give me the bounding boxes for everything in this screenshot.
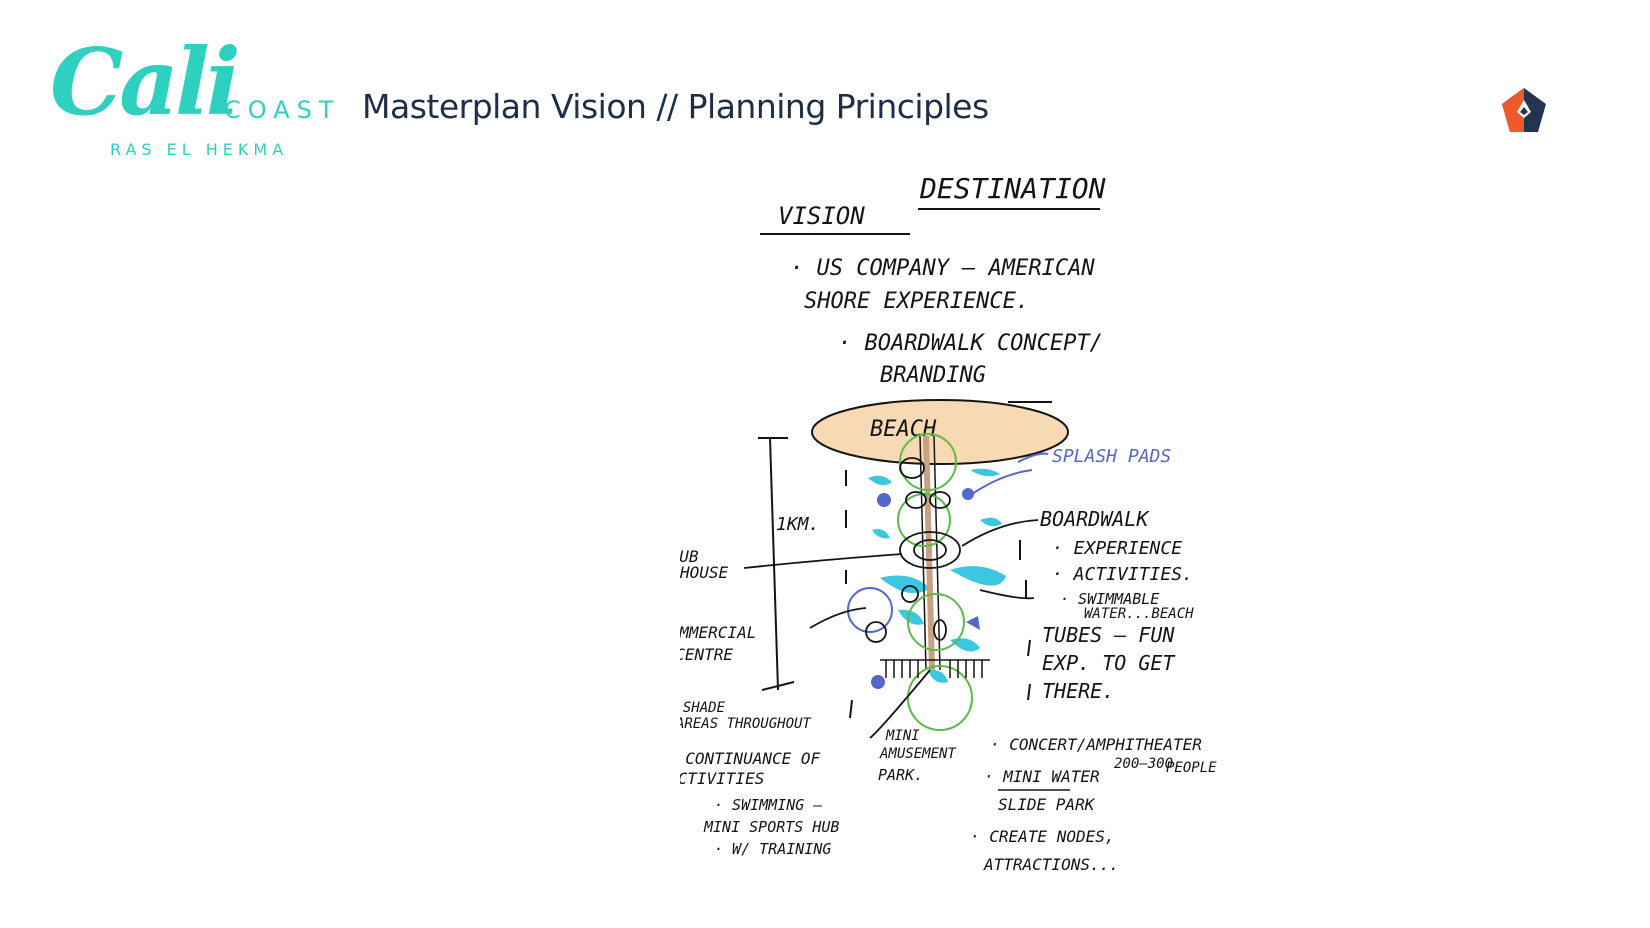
label-water-beach: WATER...BEACH	[1084, 606, 1194, 622]
label-create-nodes: · CREATE NODES,	[970, 827, 1115, 846]
label-capacity: 200–300	[1114, 756, 1173, 772]
pentagon-logo-icon	[1502, 88, 1546, 132]
leader-lines	[743, 519, 1039, 739]
boardwalk-spine	[923, 435, 935, 671]
note-line-4: BRANDING	[880, 363, 986, 388]
label-park: PARK.	[878, 766, 923, 784]
label-experience: · EXPERIENCE	[1052, 538, 1182, 559]
amphitheater-hatch	[880, 659, 990, 678]
splash-pad-ring	[847, 587, 893, 633]
splash-pads	[871, 488, 980, 689]
label-house: HOUSE	[680, 563, 729, 582]
label-activities: · ACTIVITIES.	[1052, 564, 1193, 585]
label-amusement: AMUSEMENT	[879, 746, 957, 762]
heading-destination: DESTINATION	[919, 172, 1106, 205]
label-slide-park: SLIDE PARK	[998, 795, 1096, 814]
water-pools	[868, 468, 1006, 683]
label-mini-water: · MINI WATER	[984, 767, 1100, 786]
logo-coast-text: COAST	[224, 96, 341, 124]
label-commercial: COMMERCIAL	[680, 623, 756, 642]
label-there: THERE.	[1042, 679, 1114, 703]
label-boardwalk: BOARDWALK	[1040, 507, 1150, 531]
label-mini: MINI	[885, 728, 920, 744]
edge-marks	[845, 470, 1031, 719]
label-shade: · SHADE	[680, 700, 726, 716]
scale-tick-bottom	[761, 681, 795, 691]
note-line-1: · US COMPANY – AMERICAN	[790, 256, 1095, 281]
label-concert: · CONCERT/AMPHITHEATER	[990, 735, 1202, 754]
splash-leader	[1017, 452, 1049, 463]
label-centre: · CENTRE	[680, 645, 733, 664]
page-title: Masterplan Vision // Planning Principles	[362, 87, 989, 126]
label-club: CLUB	[680, 547, 699, 566]
label-sports-hub: MINI SPORTS HUB	[703, 818, 839, 836]
label-swimmable: · SWIMMABLE	[1060, 590, 1159, 608]
note-line-3: · BOARDWALK CONCEPT/	[838, 331, 1103, 356]
concept-sketch: DESTINATION VISION · US COMPANY – AMERIC…	[680, 172, 1217, 874]
heading-vision: VISION	[778, 202, 865, 230]
label-training: · W/ TRAINING	[714, 840, 831, 858]
label-tubes-fun: TUBES – FUN	[1042, 623, 1175, 647]
label-activities-left: ACTIVITIES	[680, 769, 764, 788]
distance-label: 1KM.	[776, 514, 819, 535]
node-markers	[865, 457, 961, 643]
logo-subtitle: RAS EL HEKMA	[110, 140, 289, 159]
scale-line	[769, 437, 779, 691]
splash-label: SPLASH PADS	[1052, 446, 1171, 467]
label-people: PEOPLE	[1166, 760, 1217, 776]
label-continuance: · CONTINUANCE OF	[680, 749, 820, 768]
logo-wordmark: Cali	[50, 28, 241, 136]
note-line-2: SHORE EXPERIENCE.	[804, 289, 1029, 314]
label-attractions: ATTRACTIONS...	[983, 855, 1119, 874]
label-shade-areas: AREAS THROUGHOUT	[680, 716, 812, 732]
label-exp-get: EXP. TO GET	[1042, 651, 1176, 675]
beach-area	[811, 399, 1069, 465]
label-swimming: · SWIMMING –	[714, 796, 822, 814]
